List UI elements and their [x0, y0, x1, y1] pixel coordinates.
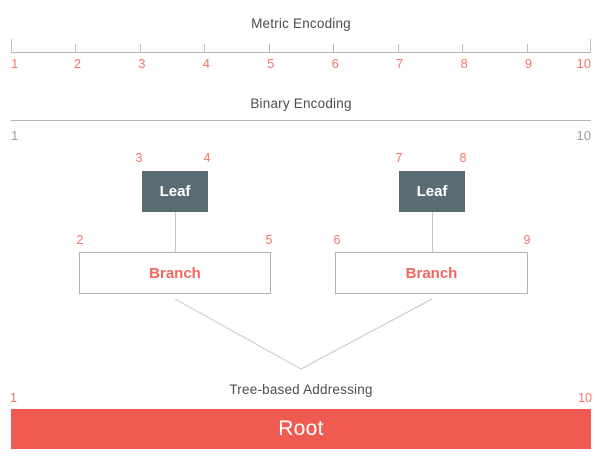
- ruler-tick: [268, 44, 270, 52]
- ruler-tick: [590, 39, 591, 52]
- ruler-tick: [11, 39, 12, 52]
- metric-tick-label: 10: [576, 56, 591, 71]
- leaf2-range-min: 7: [395, 151, 403, 165]
- binary-left-label: 1: [11, 128, 19, 143]
- branch2-range-max: 9: [523, 233, 531, 247]
- metric-tick-label: 6: [331, 56, 339, 71]
- addressing-left-label: 1: [10, 391, 17, 405]
- metric-tick-label: 8: [460, 56, 468, 71]
- branch2-label: Branch: [405, 264, 458, 282]
- ruler-tick: [333, 44, 335, 52]
- leaf2-range-max: 8: [459, 151, 467, 165]
- metric-tick-label: 1: [11, 56, 19, 71]
- metric-tick-label: 3: [138, 56, 146, 71]
- metric-ruler: [11, 39, 591, 53]
- leaf-node-1: Leaf: [142, 171, 208, 212]
- leaf1-range-max: 4: [203, 151, 211, 165]
- metric-tick-label: 5: [267, 56, 275, 71]
- ruler-tick: [526, 44, 528, 52]
- tree-addressing-title: Tree-based Addressing: [229, 382, 373, 397]
- metric-encoding-title: Metric Encoding: [251, 16, 351, 31]
- root-label: Root: [278, 417, 324, 440]
- branch-root-connector-right: [300, 298, 433, 370]
- leaf-node-2: Leaf: [399, 171, 465, 212]
- leaf1-range-min: 3: [135, 151, 143, 165]
- ruler-tick: [397, 44, 399, 52]
- metric-tick-label: 4: [202, 56, 210, 71]
- metric-tick-label: 7: [396, 56, 404, 71]
- binary-encoding-title: Binary Encoding: [250, 96, 352, 111]
- branch1-range-max: 5: [265, 233, 273, 247]
- branch-root-connector-left: [174, 298, 302, 370]
- binary-baseline: [11, 120, 591, 121]
- addressing-right-label: 10: [578, 391, 592, 405]
- leaf2-label: Leaf: [416, 183, 448, 200]
- metric-tick-label: 2: [73, 56, 82, 71]
- metric-tick-label: 9: [524, 56, 533, 71]
- ruler-tick: [75, 44, 77, 52]
- branch-node-2: Branch: [335, 252, 528, 294]
- ruler-tick: [462, 44, 464, 52]
- root-node: Root: [11, 409, 591, 449]
- binary-right-label: 10: [576, 128, 591, 143]
- branch1-label: Branch: [149, 264, 201, 282]
- ruler-tick: [139, 44, 141, 52]
- branch2-range-min: 6: [333, 233, 341, 247]
- branch1-range-min: 2: [76, 233, 84, 247]
- metric-tick-labels: 1 2 3 4 5 6 7 8 9 10: [11, 56, 591, 71]
- leaf1-label: Leaf: [159, 183, 191, 200]
- branch-node-1: Branch: [79, 252, 271, 294]
- ruler-tick: [204, 44, 206, 52]
